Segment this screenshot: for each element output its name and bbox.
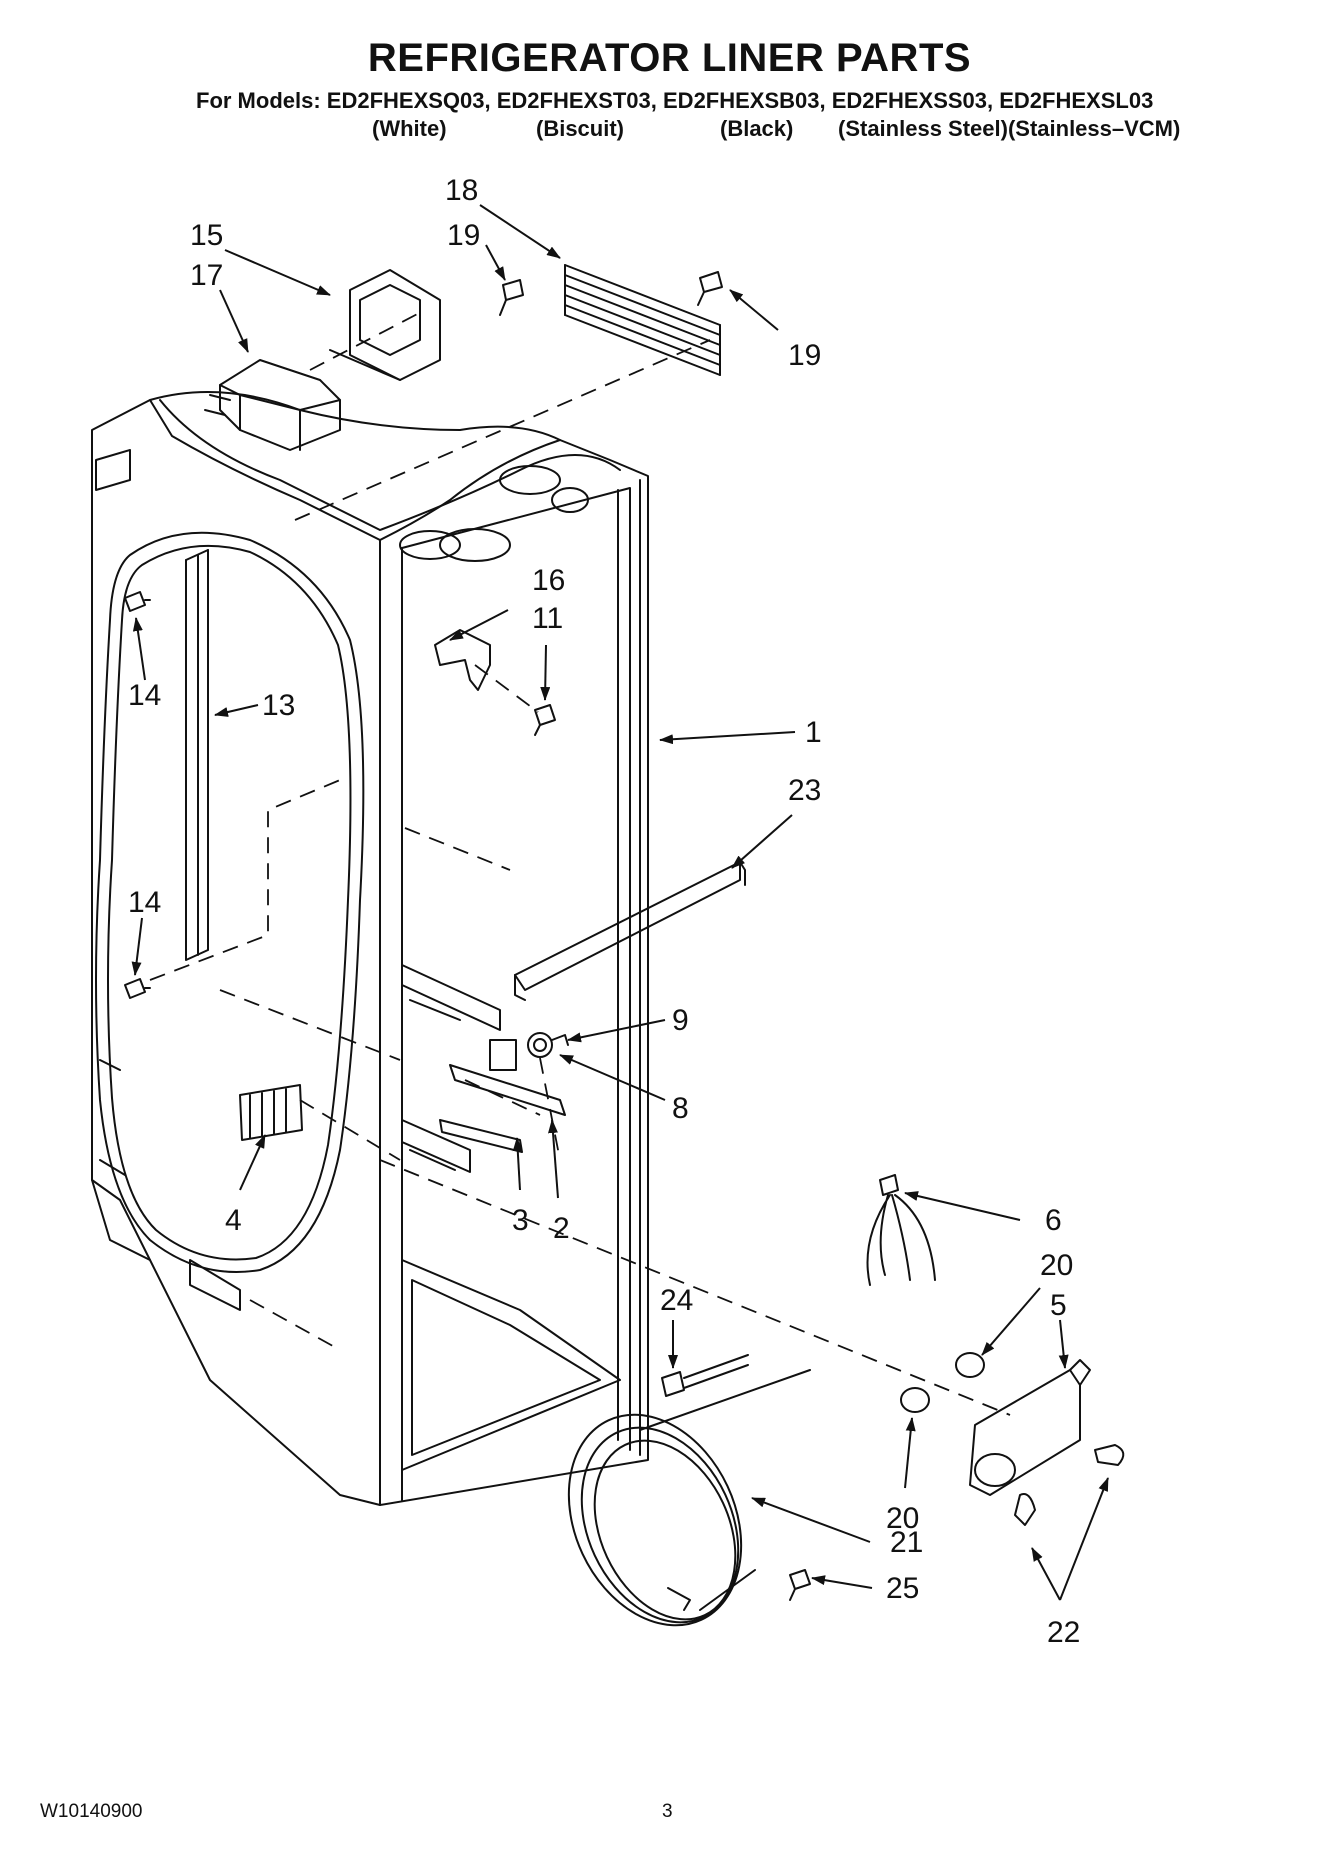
callout-label: 20 [1040,1249,1073,1282]
page-title: REFRIGERATOR LINER PARTS [367,36,972,80]
page-number: 3 [662,1801,673,1822]
part-19-screws [499,271,723,316]
part-25-screw [789,1569,811,1601]
color-biscuit: (Biscuit) [536,116,624,141]
part-8-9-knob [527,1032,569,1058]
part-18-strip [564,264,721,376]
part-24-tie [661,1354,749,1397]
color-white: (White) [372,116,447,141]
callout-label: 11 [532,602,563,635]
part-21-tubing [567,1369,811,1627]
color-stainless: (Stainless Steel)(Stainless–VCM) [838,116,1181,141]
part-14-screws [124,591,151,999]
part-20-grommets [900,1352,985,1413]
callout-label: 19 [447,219,480,252]
callout-label: 6 [1045,1204,1062,1237]
callout-label: 5 [1050,1289,1067,1322]
callout-label: 21 [890,1526,923,1559]
part-5-housing [969,1359,1091,1496]
callout-labels: 18 15 19 17 19 16 11 14 13 1 23 14 9 8 4… [128,174,1080,1649]
callout-label: 3 [512,1204,529,1237]
callout-label: 8 [672,1092,689,1125]
callout-label: 18 [445,174,478,207]
leader-arrows [131,204,1109,1601]
callout-label: 1 [805,716,822,749]
callout-label: 24 [660,1284,693,1317]
part-2-3-brackets [439,1039,566,1153]
callout-label: 22 [1047,1616,1080,1649]
callout-label: 14 [128,679,161,712]
callout-label: 2 [553,1212,570,1245]
callout-label: 15 [190,219,223,252]
callout-label: 20 [886,1502,919,1535]
color-black: (Black) [720,116,794,141]
liner-body [91,391,649,1506]
dashed-alignment-lines [149,309,1011,1416]
callout-label: 4 [225,1204,242,1237]
part-22-plugs [1014,1444,1125,1526]
part-17-housing [204,359,341,451]
callout-label: 23 [788,774,821,807]
callout-label: 17 [190,259,223,292]
part-15-bracket [329,269,441,381]
part-6-harness [866,1174,936,1286]
callout-label: 9 [672,1004,689,1037]
callout-label: 16 [532,564,565,597]
document-id: W10140900 [40,1801,143,1822]
callout-label: 25 [886,1572,919,1605]
callout-label: 13 [262,689,295,722]
part-16-bracket [434,629,556,736]
callout-label: 19 [788,339,821,372]
callout-label: 14 [128,886,161,919]
model-list: For Models: ED2FHEXSQ03, ED2FHEXST03, ED… [196,88,1154,113]
